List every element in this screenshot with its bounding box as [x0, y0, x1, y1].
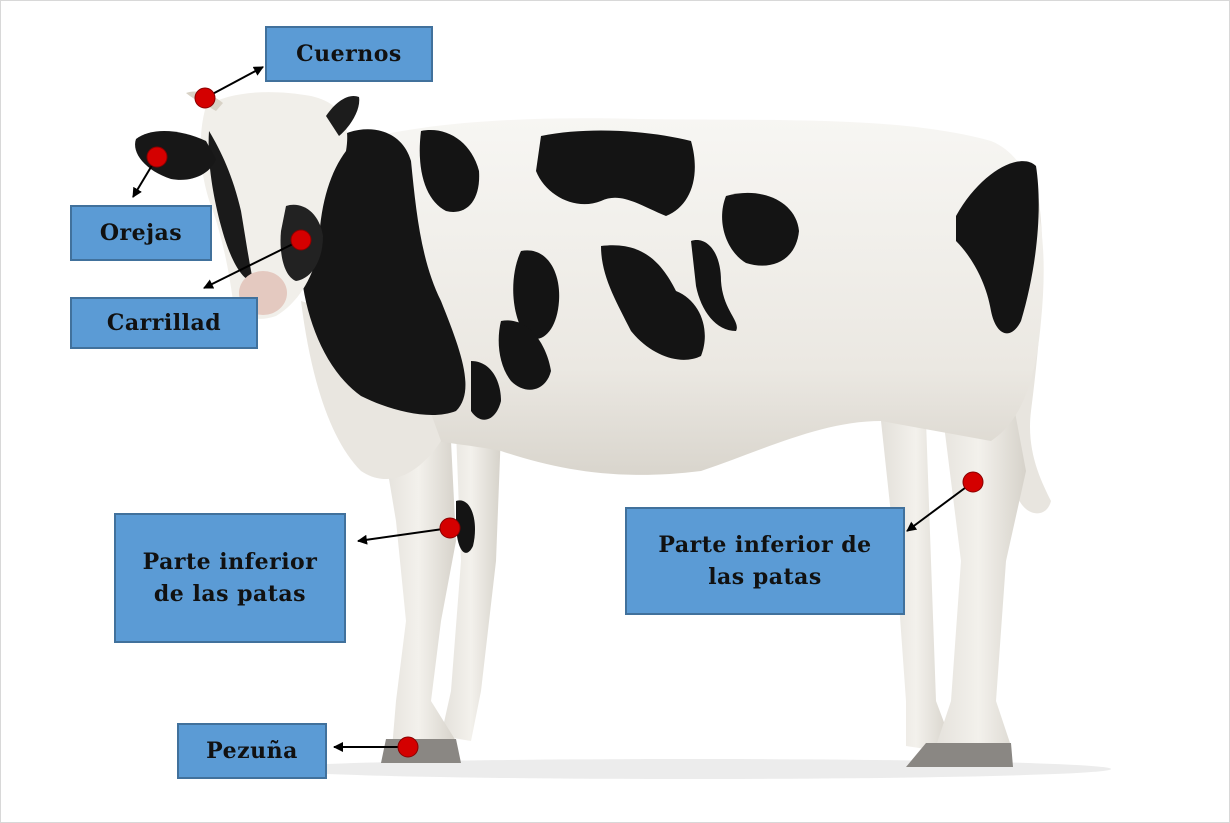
label-carrillad-text: Carrillad	[107, 307, 221, 339]
marker-cuernos	[195, 88, 215, 108]
label-parte-inferior-rear: Parte inferior de las patas	[625, 507, 905, 615]
label-parte-inferior-front: Parte inferior de las patas	[114, 513, 346, 643]
label-cuernos: Cuernos	[265, 26, 433, 82]
label-parte-inferior-rear-text: Parte inferior de las patas	[637, 529, 893, 593]
cow-front-leg-near	[381, 431, 456, 761]
marker-parte-front	[440, 518, 460, 538]
marker-orejas	[147, 147, 167, 167]
hoof-front	[381, 739, 461, 763]
marker-parte-rear	[963, 472, 983, 492]
label-cuernos-text: Cuernos	[296, 38, 402, 70]
label-parte-inferior-front-text: Parte inferior de las patas	[126, 546, 334, 610]
label-orejas-text: Orejas	[100, 217, 182, 249]
label-orejas: Orejas	[70, 205, 212, 261]
label-pezuna-text: Pezuña	[206, 735, 298, 767]
label-carrillad: Carrillad	[70, 297, 258, 349]
marker-pezuna	[398, 737, 418, 757]
label-pezuna: Pezuña	[177, 723, 327, 779]
marker-carrillad	[291, 230, 311, 250]
cow-rear-leg-near	[931, 391, 1026, 761]
